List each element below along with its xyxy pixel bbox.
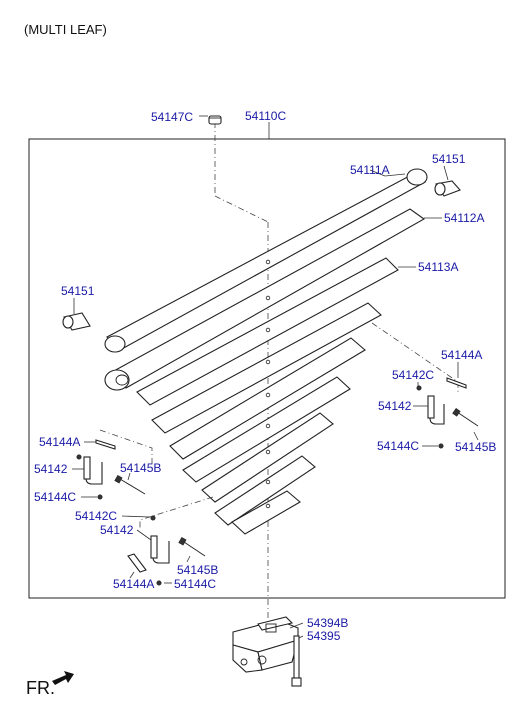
callout-54144A-right[interactable]: 54144A	[441, 348, 482, 362]
bolt-left-icon	[114, 474, 146, 495]
clip-right-icon	[427, 395, 445, 425]
center-holes	[265, 259, 271, 509]
spacer-left-icon	[95, 439, 116, 450]
clip-low-guide	[139, 496, 214, 528]
clip-low-icon	[150, 535, 170, 564]
bushing-left-icon	[62, 312, 91, 331]
center-axis-kink	[214, 195, 269, 223]
callout-54145B-low[interactable]: 54145B	[177, 563, 218, 577]
front-direction-label: FR.	[26, 678, 55, 698]
clip-left-guide	[99, 429, 153, 470]
bolt-right-icon	[452, 407, 479, 427]
front-arrow-icon	[52, 671, 74, 685]
nut-left-bottom-icon	[97, 494, 103, 500]
callout-54110C[interactable]: 54110C	[245, 109, 286, 123]
callout-54144A-left[interactable]: 54144A	[39, 435, 80, 449]
callout-54142C-right[interactable]: 54142C	[392, 368, 434, 382]
callout-54144C-low[interactable]: 54144C	[174, 577, 216, 591]
bolt-low-icon	[178, 536, 206, 557]
callout-54145B-left[interactable]: 54145B	[120, 461, 161, 475]
callout-54151-right[interactable]: 54151	[432, 152, 466, 166]
clip-left-icon	[83, 456, 103, 485]
spacer-low-icon	[127, 553, 147, 573]
callout-54394B[interactable]: 54394B	[307, 616, 348, 630]
diagram-title: (MULTI LEAF)	[24, 22, 107, 37]
callout-54111A[interactable]: 54111A	[350, 163, 390, 177]
callout-54113A[interactable]: 54113A	[418, 260, 458, 274]
callout-54142-low[interactable]: 54142	[100, 523, 134, 537]
callout-54395[interactable]: 54395	[307, 629, 341, 643]
bushing-right-icon	[434, 180, 461, 197]
nut-low-top-icon	[150, 515, 156, 521]
callout-54144C-right[interactable]: 54144C	[377, 439, 419, 453]
nut-right-top-icon	[416, 385, 422, 391]
callout-54112A[interactable]: 54112A	[444, 211, 484, 225]
callout-54142-left[interactable]: 54142	[34, 462, 68, 476]
callout-54142C-low[interactable]: 54142C	[75, 509, 117, 523]
nut-right-bottom-icon	[438, 443, 444, 449]
assembly-frame	[28, 138, 506, 599]
nut-low-bottom-icon	[156, 580, 162, 586]
callout-54144A-low[interactable]: 54144A	[113, 577, 154, 591]
nut-icon	[208, 115, 222, 125]
axle-seat-icon	[232, 616, 299, 673]
leader-lines	[72, 115, 479, 639]
u-bolt-icon	[291, 635, 302, 687]
nut-left-top-icon	[76, 454, 82, 460]
spacer-right-icon	[446, 377, 467, 389]
callout-54151-left[interactable]: 54151	[61, 284, 95, 298]
callout-54142-right[interactable]: 54142	[378, 399, 412, 413]
callout-54144C-left[interactable]: 54144C	[34, 490, 76, 504]
callout-54147C[interactable]: 54147C	[151, 110, 193, 124]
callout-54145B-right[interactable]: 54145B	[455, 440, 496, 454]
